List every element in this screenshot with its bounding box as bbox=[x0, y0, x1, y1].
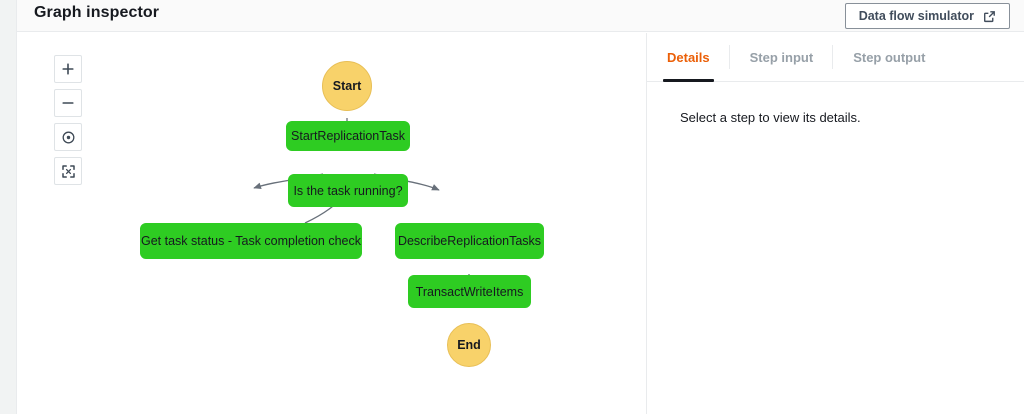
tab-step-input[interactable]: Step input bbox=[730, 33, 834, 81]
graph-node-start[interactable]: Start bbox=[322, 61, 372, 111]
graph-node-start-replication-task[interactable]: StartReplicationTask bbox=[286, 121, 410, 151]
center-graph-button[interactable] bbox=[54, 123, 82, 151]
panel-content: Select a step to view its details. bbox=[647, 82, 1024, 125]
graph-node-label: TransactWriteItems bbox=[415, 284, 524, 299]
graph-nodes: Start StartReplicationTask Is the task r… bbox=[17, 33, 646, 414]
data-flow-simulator-button[interactable]: Data flow simulator bbox=[844, 3, 1010, 29]
page-title: Graph inspector bbox=[34, 4, 160, 21]
main-card: Graph inspector Data flow simulator bbox=[16, 0, 1024, 414]
data-flow-simulator-label: Data flow simulator bbox=[858, 9, 974, 23]
tab-label: Step input bbox=[749, 49, 814, 65]
zoom-in-button[interactable] bbox=[54, 55, 82, 83]
pane-divider bbox=[646, 33, 647, 414]
graph-node-label: DescribeReplicationTasks bbox=[397, 234, 542, 248]
tab-label: Step output bbox=[853, 49, 926, 65]
tab-details[interactable]: Details bbox=[647, 33, 730, 82]
tab-step-output[interactable]: Step output bbox=[833, 33, 945, 81]
empty-state-message: Select a step to view its details. bbox=[680, 110, 861, 125]
step-details-panel: Details Step input Step output Select a … bbox=[647, 33, 1024, 414]
header-bar: Graph inspector Data flow simulator bbox=[17, 0, 1024, 32]
graph-node-label: StartReplicationTask bbox=[291, 129, 405, 143]
active-tab-indicator bbox=[663, 79, 714, 82]
graph-node-label: Is the task running? bbox=[293, 183, 403, 198]
graph-node-label: Get task status - Task completion check bbox=[141, 234, 362, 248]
graph-node-get-task-status[interactable]: Get task status - Task completion check bbox=[140, 223, 362, 259]
graph-node-label: End bbox=[457, 338, 481, 352]
graph-node-transact-write-items[interactable]: TransactWriteItems bbox=[408, 275, 531, 308]
graph-node-is-the-task-running[interactable]: Is the task running? bbox=[288, 174, 408, 207]
tab-label: Details bbox=[667, 49, 710, 65]
panel-tabs: Details Step input Step output bbox=[647, 33, 1024, 82]
graph-node-label: Start bbox=[332, 79, 362, 93]
zoom-out-button[interactable] bbox=[54, 89, 82, 117]
graph-node-describe-replication-tasks[interactable]: DescribeReplicationTasks bbox=[395, 223, 544, 259]
graph-node-end[interactable]: End bbox=[447, 323, 491, 367]
graph-zoom-controls bbox=[54, 55, 82, 185]
fit-screen-button[interactable] bbox=[54, 157, 82, 185]
graph-canvas[interactable]: Start StartReplicationTask Is the task r… bbox=[17, 33, 646, 414]
external-link-icon bbox=[983, 10, 996, 23]
